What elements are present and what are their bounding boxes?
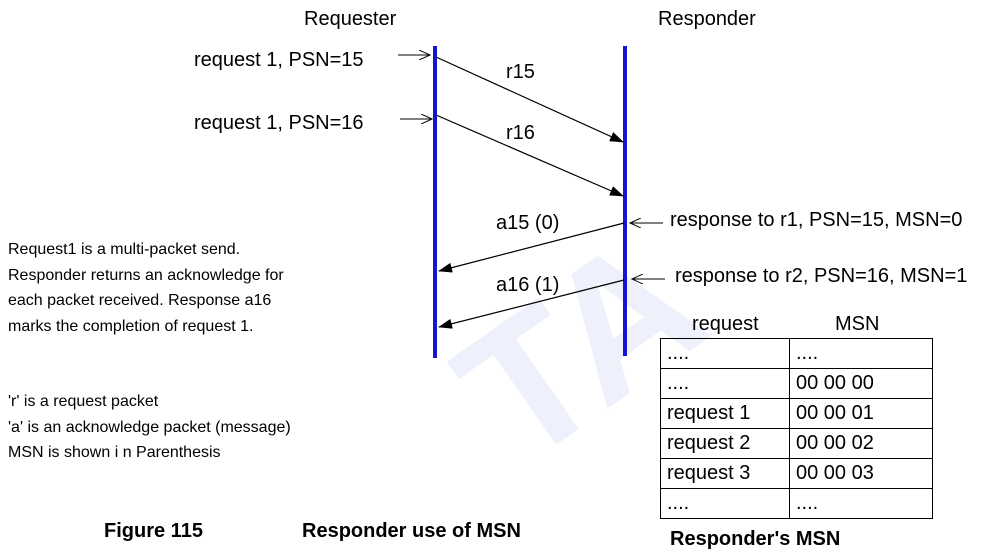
table-cell: .... [789,338,933,369]
table-cell: 00 00 02 [789,428,933,459]
table-caption: Responder's MSN [670,528,841,550]
requester-title: Requester [304,8,397,30]
packet-label-r16: r16 [506,122,535,144]
message-r16-arrow [435,114,624,197]
table-row: .... 00 00 00 [660,368,933,399]
request-label-2: request 1, PSN=16 [194,112,364,134]
table-cell: .... [660,488,790,519]
description-line: marks the completion of request 1. [8,317,254,335]
table-row: request 2 00 00 02 [660,428,933,459]
figure-number: Figure 115 [104,520,203,542]
table-cell: .... [789,488,933,519]
table-row: .... .... [660,488,933,519]
table-cell: request 1 [660,398,790,429]
legend-line: 'r' is a request packet [8,393,159,410]
table-row: request 1 00 00 01 [660,398,933,429]
legend-line: 'a' is an acknowledge packet (message) [8,418,291,436]
table-cell: .... [660,368,790,399]
packet-label-a15: a15 (0) [496,212,560,234]
table-header-request: request [692,313,759,335]
response-label-2: response to r2, PSN=16, MSN=1 [675,265,968,287]
legend-text: 'r' is a request packet 'a' is an acknow… [8,389,291,466]
request-label-1: request 1, PSN=15 [194,49,364,71]
msn-table: .... .... .... 00 00 00 request 1 00 00 … [660,338,933,519]
description-text: Request1 is a multi-packet send. Respond… [8,237,284,339]
description-line: Request1 is a multi-packet send. [8,241,241,258]
description-line: Responder returns an acknowledge for [8,266,284,284]
figure-title: Responder use of MSN [302,520,521,542]
table-row: request 3 00 00 03 [660,458,933,489]
table-cell: request 3 [660,458,790,489]
table-cell: request 2 [660,428,790,459]
table-cell: 00 00 03 [789,458,933,489]
table-cell: .... [660,338,790,369]
packet-label-r15: r15 [506,61,535,83]
table-cell: 00 00 00 [789,368,933,399]
description-line: each packet received. Response a16 [8,292,272,309]
response-label-1: response to r1, PSN=15, MSN=0 [670,209,963,231]
message-a15-arrow [438,222,625,273]
table-header-msn: MSN [835,313,880,335]
table-row: .... .... [660,338,933,369]
table-cell: 00 00 01 [789,398,933,429]
message-a16-arrow [438,279,625,329]
packet-label-a16: a16 (1) [496,274,560,296]
legend-line: MSN is shown i n Parenthesis [8,444,221,461]
message-r15-arrow [435,56,624,143]
responder-title: Responder [658,8,756,30]
